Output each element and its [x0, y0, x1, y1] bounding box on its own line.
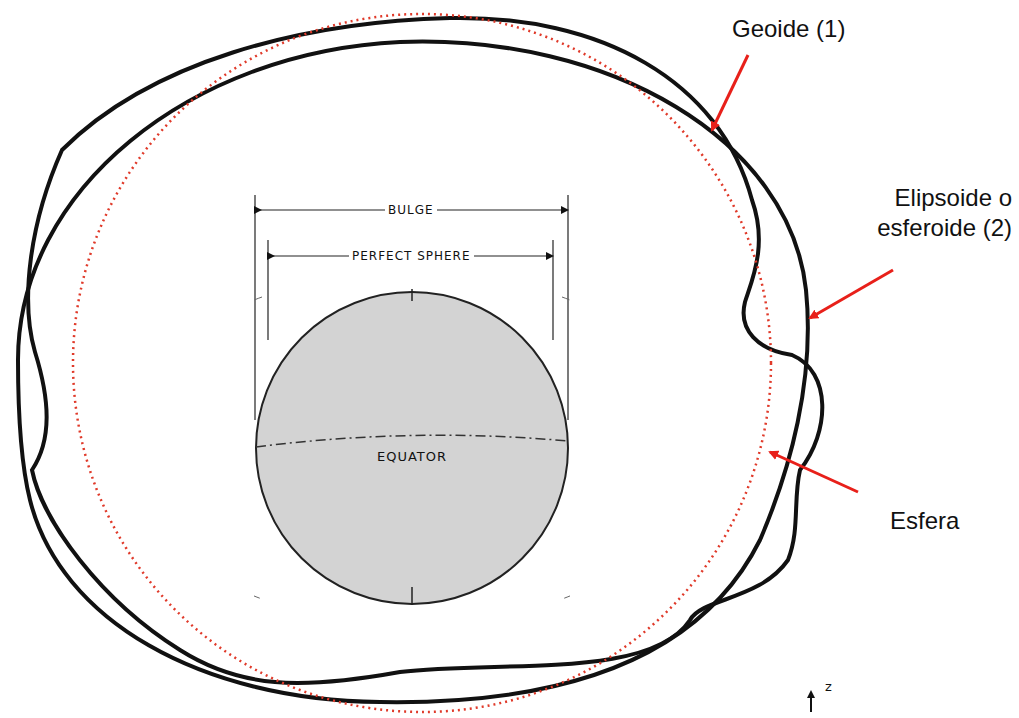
sphere-outline [254, 289, 570, 605]
dimension-label: PERFECT SPHERE [349, 249, 474, 263]
ellipsoid-label: Elipsoide o esferoide (2) [842, 183, 1012, 243]
sphere-label: Esfera [890, 506, 959, 536]
dimension-label: BULGE [385, 203, 437, 217]
earth-sphere: EQUATOR [254, 289, 570, 605]
geoid-label: Geoide (1) [732, 14, 845, 44]
axis-label: z [822, 680, 836, 694]
equator-label: EQUATOR [375, 449, 449, 464]
